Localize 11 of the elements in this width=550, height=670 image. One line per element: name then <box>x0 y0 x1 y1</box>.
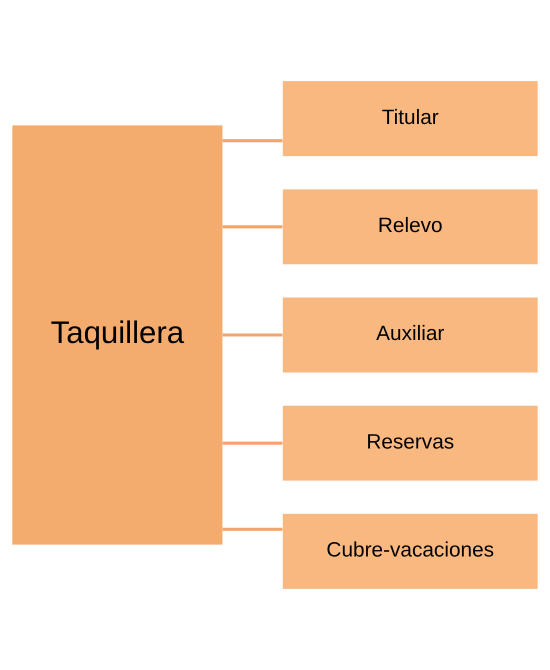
node-box: Cubre-vacaciones <box>282 514 538 589</box>
connector <box>222 442 282 445</box>
node-box: Auxiliar <box>282 298 538 372</box>
connector <box>222 225 282 228</box>
node-box: Titular <box>282 81 538 156</box>
connector <box>222 139 282 142</box>
node-box: Relevo <box>282 189 538 264</box>
node-box: Reservas <box>282 406 538 481</box>
connector <box>222 528 282 531</box>
node-box: Taquillera <box>12 125 222 545</box>
connector <box>222 333 282 337</box>
